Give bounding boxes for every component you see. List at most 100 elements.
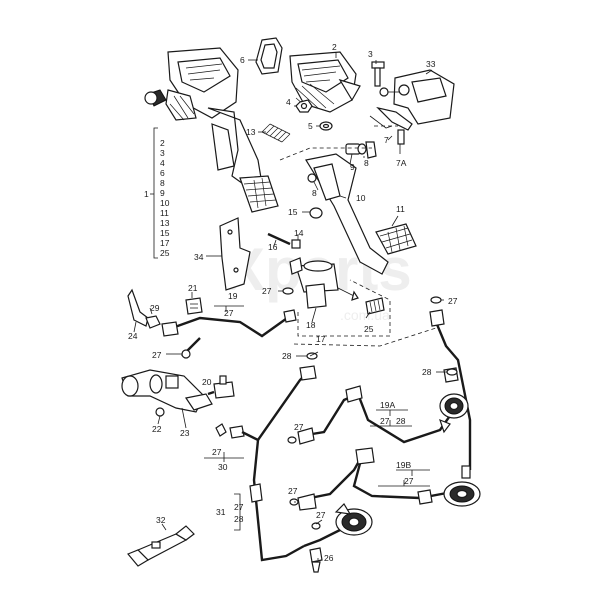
group-1-item: 8 xyxy=(160,178,165,188)
callout-28-a: 28 xyxy=(282,351,292,361)
callout-3: 3 xyxy=(368,49,373,59)
hex-bolt[interactable] xyxy=(145,315,161,329)
group-1-item: 15 xyxy=(160,228,170,238)
spring-part[interactable] xyxy=(261,123,291,143)
callout-27-d: 27 xyxy=(152,350,162,360)
nut-part[interactable] xyxy=(295,99,313,113)
callout-22: 22 xyxy=(152,424,162,434)
group-1-item: 6 xyxy=(160,168,165,178)
callout-16: 16 xyxy=(268,242,278,252)
retaining-clip[interactable] xyxy=(185,297,203,315)
callout-28-d: 28 xyxy=(234,514,244,524)
callout-19: 19 xyxy=(228,291,238,301)
group-1-label: 1 xyxy=(144,189,149,199)
callout-labels: 6 2 3 33 4 5 13 7 7A 8 9 8 10 11 15 14 1… xyxy=(128,42,458,563)
slave-cylinder-lower[interactable] xyxy=(303,503,373,548)
bolt-part[interactable] xyxy=(371,61,385,87)
callout-10: 10 xyxy=(356,193,366,203)
callout-30: 30 xyxy=(218,462,228,472)
callout-17: 17 xyxy=(316,334,326,344)
callout-26: 26 xyxy=(324,553,334,563)
callout-11: 11 xyxy=(396,204,405,214)
group-1-item: 2 xyxy=(160,138,165,148)
slave-cylinder-upper[interactable] xyxy=(439,393,469,434)
callout-24: 24 xyxy=(128,331,138,341)
callout-27-a: 27 xyxy=(262,286,272,296)
right-pedal-housing[interactable] xyxy=(289,51,361,113)
callout-9: 9 xyxy=(350,162,355,172)
group-1-item: 4 xyxy=(160,158,165,168)
callout-27-e: 27 xyxy=(380,416,390,426)
callout-7a: 7A xyxy=(396,158,407,168)
callout-8-left: 8 xyxy=(312,188,317,198)
callout-27-b: 27 xyxy=(224,308,234,318)
callout-27-f: 27 xyxy=(294,422,304,432)
brake-pedal-arm[interactable] xyxy=(305,153,417,275)
callout-19a: 19A xyxy=(380,400,395,410)
group-1-bracket xyxy=(153,127,158,259)
clutch-switch[interactable] xyxy=(289,257,359,309)
dashed-outline-upper xyxy=(279,147,372,161)
callout-2: 2 xyxy=(332,42,337,52)
hydraulic-line-lower[interactable] xyxy=(181,337,201,359)
gasket-part[interactable] xyxy=(255,37,283,75)
callout-29: 29 xyxy=(150,303,160,313)
callout-13: 13 xyxy=(246,127,256,137)
callout-32: 32 xyxy=(156,515,166,525)
group-1-item: 9 xyxy=(160,188,165,198)
callout-23: 23 xyxy=(180,428,190,438)
dashed-outline-mid xyxy=(293,327,437,347)
hydraulic-line-main[interactable] xyxy=(241,365,317,562)
group-1-item: 3 xyxy=(160,148,165,158)
group-1-list: 1 2 3 4 6 8 9 10 11 13 15 17 25 xyxy=(144,138,170,258)
callout-34: 34 xyxy=(194,252,204,262)
hydraulic-line-19b[interactable] xyxy=(297,447,453,511)
hydraulic-line-19a[interactable] xyxy=(297,385,455,445)
callout-6: 6 xyxy=(240,55,245,65)
callout-31: 31 xyxy=(216,507,226,517)
group-1-item: 11 xyxy=(160,208,169,218)
left-pedal-assembly[interactable] xyxy=(144,47,279,213)
bleeder-fitting[interactable] xyxy=(309,547,323,573)
small-bracket[interactable] xyxy=(127,288,149,327)
actuator-rod[interactable] xyxy=(267,232,301,249)
callout-8-right: 8 xyxy=(364,158,369,168)
callout-27-k: 27 xyxy=(316,510,326,520)
callout-33: 33 xyxy=(426,59,436,69)
lubricant-tube[interactable] xyxy=(127,525,195,567)
callout-28-c: 28 xyxy=(396,416,406,426)
group-1-item: 13 xyxy=(160,218,170,228)
rubber-stop[interactable] xyxy=(309,207,323,219)
callout-19b: 19B xyxy=(396,460,411,470)
hydraulic-line-right[interactable] xyxy=(429,309,472,470)
washer-part[interactable] xyxy=(319,121,333,131)
callout-27-g: 27 xyxy=(212,447,222,457)
callout-15: 15 xyxy=(288,207,298,217)
bracket-assembly[interactable] xyxy=(369,69,455,145)
group-1-item: 25 xyxy=(160,248,170,258)
hose-clamp-30[interactable] xyxy=(215,423,245,439)
callout-4: 4 xyxy=(286,97,291,107)
t-connector[interactable] xyxy=(207,375,235,399)
master-cylinder[interactable] xyxy=(121,369,213,417)
callout-27-j: 27 xyxy=(234,502,244,512)
leader-lines xyxy=(133,52,447,560)
group-1-item: 10 xyxy=(160,198,170,208)
callout-27-i: 27 xyxy=(288,486,298,496)
group-1-item: 17 xyxy=(160,238,170,248)
callout-28-b: 28 xyxy=(422,367,432,377)
pivot-bushing[interactable] xyxy=(345,141,377,159)
callout-25: 25 xyxy=(364,324,374,334)
switch-connector[interactable] xyxy=(365,297,385,315)
slave-cylinder-middle[interactable] xyxy=(443,465,481,507)
hydraulic-line-19[interactable] xyxy=(161,309,297,338)
callout-27-h: 27 xyxy=(404,476,414,486)
callout-18: 18 xyxy=(306,320,316,330)
callout-21: 21 xyxy=(188,283,198,293)
mounting-plate[interactable] xyxy=(219,217,251,291)
callout-5: 5 xyxy=(308,121,313,131)
callout-27-c: 27 xyxy=(448,296,458,306)
dashed-outline-switch xyxy=(297,279,391,337)
